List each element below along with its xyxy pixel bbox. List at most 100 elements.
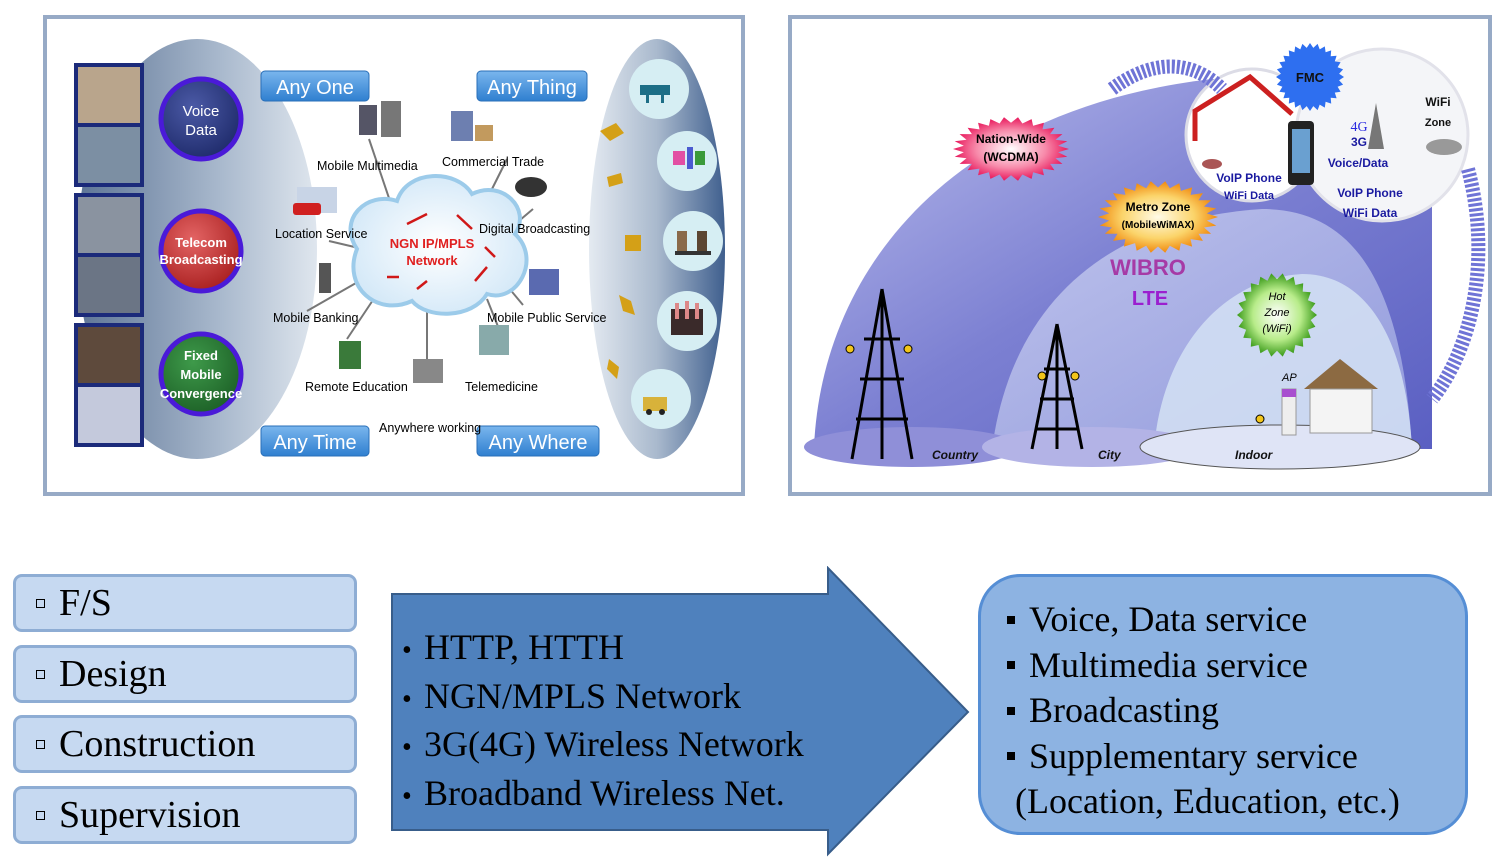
circle-label: Voice — [183, 103, 220, 120]
technology-list: HTTP, HTTH NGN/MPLS Network 3G(4G) Wirel… — [402, 625, 804, 819]
badge-any-one: Any One — [260, 70, 370, 102]
public-service-icon — [529, 269, 559, 295]
ap-label: AP — [1281, 372, 1297, 384]
service-circle-telecom-broadcasting: Telecom Broadcasting — [158, 208, 244, 294]
badge-any-where: Any Where — [476, 425, 600, 457]
circle-label: Fixed — [184, 348, 218, 363]
photo-video-call — [78, 197, 140, 253]
commerce-icon — [451, 111, 473, 141]
3g-label: 3G — [1351, 135, 1367, 149]
service-icons — [293, 101, 559, 383]
outdoor-voip-label: VoIP Phone — [1337, 186, 1403, 200]
square-bullet-icon — [36, 669, 45, 679]
badge-any-time: Any Time — [260, 425, 370, 457]
scope-item-label: Supervision — [59, 794, 241, 836]
svg-text:Any Where: Any Where — [489, 432, 588, 454]
service-label: Location Service — [275, 227, 367, 241]
zone-label: Nation-Wide — [976, 132, 1046, 146]
car-icon — [293, 203, 321, 215]
scope-item-label: Design — [59, 653, 167, 695]
circle-label: Data — [185, 122, 217, 139]
ngn-cloud: NGN IP/MPLS Network — [348, 174, 529, 316]
photo-workstation — [78, 127, 140, 183]
zone-badge-nation-wide: Nation-Wide (WCDMA) — [953, 117, 1069, 181]
service-label: Mobile Multimedia — [317, 159, 418, 173]
service-item: Voice, Data service — [1007, 597, 1400, 643]
cell-tower-icon — [1368, 103, 1384, 149]
photo-column — [74, 63, 144, 447]
fmc-badge: FMC — [1276, 43, 1344, 111]
svg-text:Any Thing: Any Thing — [487, 77, 577, 99]
cloud-label: Network — [406, 253, 458, 268]
service-label: Anywhere working — [379, 421, 481, 435]
technology-item: 3G(4G) Wireless Network — [402, 722, 804, 771]
technology-item: NGN/MPLS Network — [402, 674, 804, 723]
zone-badge-metro-zone: Metro Zone (MobileWiMAX) — [1098, 181, 1218, 253]
film-reel-icon — [381, 101, 401, 137]
photo-mobile-user — [78, 387, 140, 443]
service-circle-fixed-mobile-convergence: Fixed Mobile Convergence — [158, 331, 244, 417]
circle-label: Telecom — [175, 235, 227, 250]
wifi-router-icon — [1426, 139, 1462, 155]
badge-any-thing: Any Thing — [476, 70, 588, 102]
scope-item-design: Design — [13, 645, 357, 703]
meeting-icon — [663, 211, 723, 271]
zone-label: (MobileWiMAX) — [1122, 220, 1195, 231]
doctor-icon — [479, 325, 509, 355]
student-icon — [339, 341, 361, 369]
service-item: Multimedia service — [1007, 643, 1400, 689]
thing-icons — [629, 59, 723, 429]
house-icon — [1304, 359, 1378, 434]
atm-icon — [319, 263, 331, 293]
scope-item-fs: F/S — [13, 574, 357, 632]
square-bullet-icon — [36, 810, 45, 820]
service-item: Broadcasting — [1007, 688, 1400, 734]
laptop-worker-icon — [413, 359, 443, 383]
indoor-ground — [1139, 424, 1421, 470]
circle-label: Broadcasting — [159, 252, 242, 267]
home-router-icon — [1202, 159, 1222, 169]
service-label: Commercial Trade — [442, 155, 544, 169]
service-label: Mobile Banking — [273, 311, 359, 325]
wifi-zone-label: WiFi — [1425, 95, 1450, 109]
service-label: Mobile Public Service — [487, 311, 607, 325]
lightning-links — [387, 212, 496, 290]
ubiquitous-services-svg: Voice Data Telecom Broadcasting Fixed Mo… — [74, 39, 725, 459]
technology-item: HTTP, HTTH — [402, 625, 804, 674]
photo-monitor — [78, 257, 140, 313]
wireless-coverage-diagram: AP Nation-Wide (WCDMA) Metro Zone (Mobil… — [788, 15, 1492, 496]
square-bullet-icon — [36, 598, 45, 608]
scope-item-supervision: Supervision — [13, 786, 357, 844]
ground-label: Country — [932, 448, 979, 462]
circle-label: Convergence — [160, 386, 242, 401]
zone-label: FMC — [1296, 70, 1325, 85]
signal-bolts — [845, 344, 1265, 424]
scope-item-construction: Construction — [13, 715, 357, 773]
svg-text:Any One: Any One — [276, 77, 354, 99]
4g-label: 4G — [1350, 120, 1367, 135]
zone-label: Hot — [1268, 291, 1286, 303]
service-circle-voice-data: Voice Data — [158, 76, 244, 162]
return-arrow-icon — [1426, 167, 1486, 404]
handoff-arrow-icon — [1107, 59, 1227, 95]
satellite-dish-icon — [515, 177, 547, 197]
multimedia-icon — [359, 105, 377, 135]
zone-label: Zone — [1263, 307, 1289, 319]
wibro-label: WIBRO — [1110, 255, 1186, 280]
circle-label: Mobile — [180, 367, 221, 382]
technology-item: Broadband Wireless Net. — [402, 771, 804, 820]
svg-text:Any Time: Any Time — [273, 432, 356, 454]
wireless-coverage-svg: AP Nation-Wide (WCDMA) Metro Zone (Mobil… — [804, 43, 1486, 470]
gold-arrow-markers — [600, 123, 641, 379]
credit-card-icon — [475, 125, 493, 141]
ground-label: City — [1098, 448, 1122, 462]
city-ground — [982, 427, 1202, 467]
zone-badge-hot-zone: Hot Zone (WiFi) — [1237, 273, 1317, 357]
outdoor-wifi-label: WiFi Data — [1343, 206, 1398, 220]
wifi-zone-label: Zone — [1425, 117, 1451, 129]
scope-item-label: F/S — [59, 582, 112, 624]
cloud-label: NGN IP/MPLS — [390, 236, 475, 251]
voice-data-label: Voice/Data — [1328, 156, 1389, 170]
service-label: Remote Education — [305, 380, 408, 394]
service-label: Telemedicine — [465, 380, 538, 394]
